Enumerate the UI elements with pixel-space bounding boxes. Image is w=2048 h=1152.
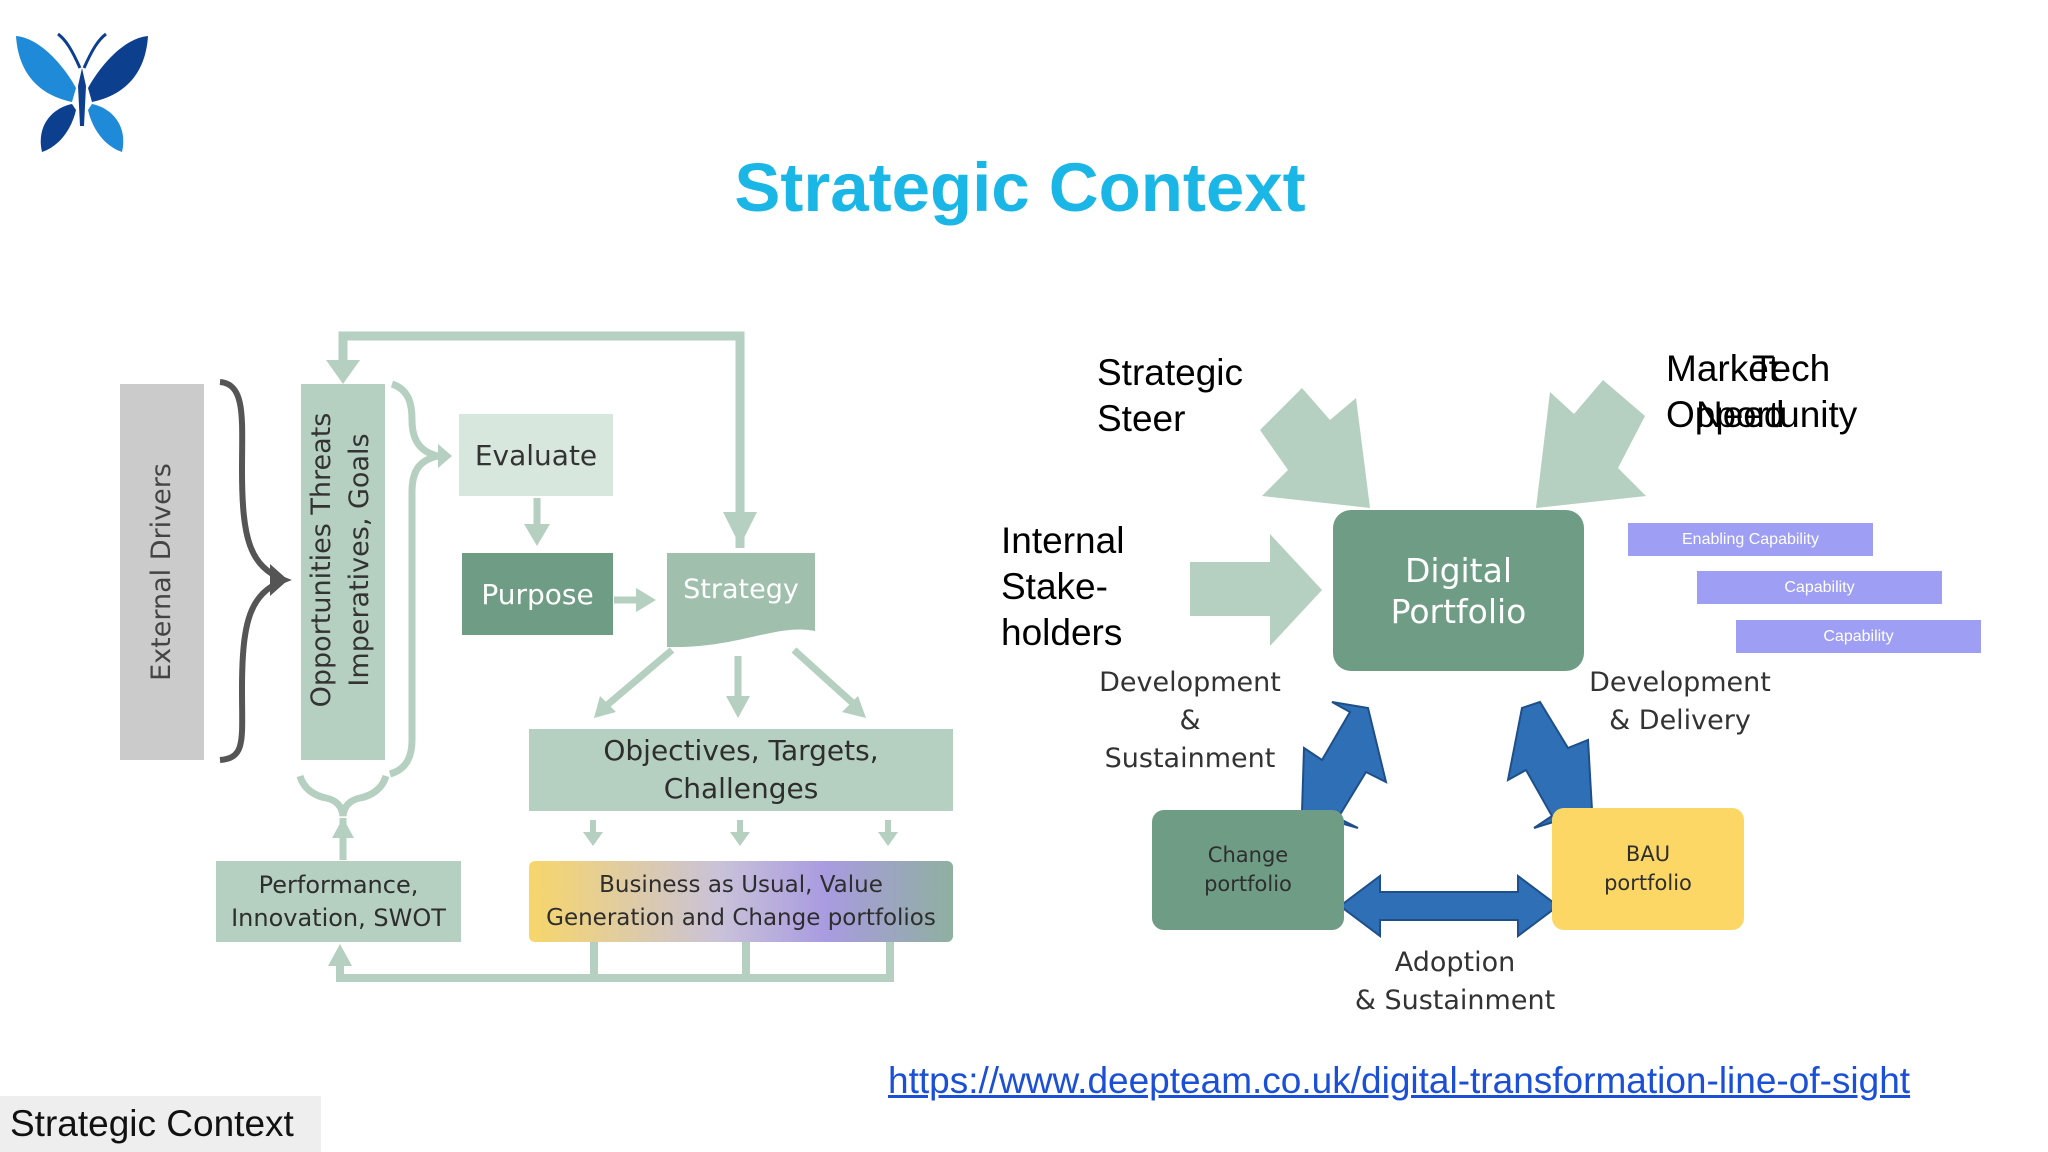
strategic-steer-line1: Strategic [1097, 352, 1244, 393]
opportunities-line2: Imperatives, Goals [344, 433, 375, 687]
evaluate-label: Evaluate [474, 438, 598, 472]
performance-box: Performance, Innovation, SWOT [216, 861, 461, 942]
purpose-label: Purpose [481, 577, 594, 611]
internal-line3: holders [1001, 612, 1123, 653]
bau-portfolio-box: BAU portfolio [1552, 808, 1744, 930]
strategy-label: Strategy [683, 573, 799, 605]
objectives-line1: Objectives, Targets, [603, 734, 879, 767]
footer-label: Strategic Context [0, 1096, 321, 1152]
butterfly-logo-icon [12, 16, 152, 156]
digital-portfolio-box: Digital Portfolio [1333, 510, 1584, 671]
tech-need-label: Tech Need [1696, 346, 1831, 438]
internal-stakeholders-label: Internal Stake- holders [1001, 518, 1124, 656]
market-opportunity-label: Market Opportunity [1666, 346, 1857, 438]
internal-line1: Internal [1001, 520, 1125, 561]
bau-portfolios-line1: Business as Usual, Value [599, 871, 883, 898]
external-drivers-label: External Drivers [146, 463, 177, 681]
bau-portfolios-box: Business as Usual, Value Generation and … [529, 861, 953, 942]
capability-bar-1: Capability [1697, 571, 1942, 604]
purpose-box: Purpose [462, 553, 613, 635]
enabling-capability-bar: Enabling Capability [1628, 523, 1873, 556]
performance-line1: Performance, [258, 870, 419, 899]
strategic-steer-line2: Steer [1097, 398, 1186, 439]
digital-line1: Digital [1404, 550, 1513, 590]
opportunities-box [301, 384, 385, 760]
strategic-steer-label: Strategic Steer [1097, 350, 1243, 442]
tech-line2: Need [1696, 394, 1785, 435]
internal-line2: Stake- [1001, 566, 1108, 607]
market-line2: Opportunity [1666, 394, 1858, 435]
digital-line2: Portfolio [1390, 591, 1527, 631]
capability-bar-2: Capability [1736, 620, 1981, 653]
opportunities-line1: Opportunities Threats [306, 412, 337, 708]
development-delivery-label: Development & Delivery [1589, 667, 1771, 736]
objectives-box: Objectives, Targets, Challenges [529, 729, 953, 811]
source-link[interactable]: https://www.deepteam.co.uk/digital-trans… [888, 1060, 1911, 1101]
page-title: Strategic Context [734, 149, 1306, 226]
adoption-sustainment-label: Adoption & Sustainment [1354, 947, 1556, 1016]
evaluate-box: Evaluate [459, 414, 613, 496]
opportunities-label: Opportunities Threats Imperatives, Goals [303, 390, 383, 730]
external-drivers-box [120, 384, 204, 760]
strategy-box: Strategy [667, 553, 815, 647]
market-line1: Market [1666, 348, 1780, 389]
performance-line2: Innovation, SWOT [231, 903, 446, 932]
bau-portfolios-line2: Generation and Change portfolios [546, 904, 936, 931]
objectives-line2: Challenges [663, 772, 819, 805]
change-portfolio-box: Change portfolio [1152, 810, 1344, 930]
development-sustainment-label: Development & Sustainment [1099, 667, 1281, 774]
tech-line1: Tech [1752, 348, 1831, 389]
